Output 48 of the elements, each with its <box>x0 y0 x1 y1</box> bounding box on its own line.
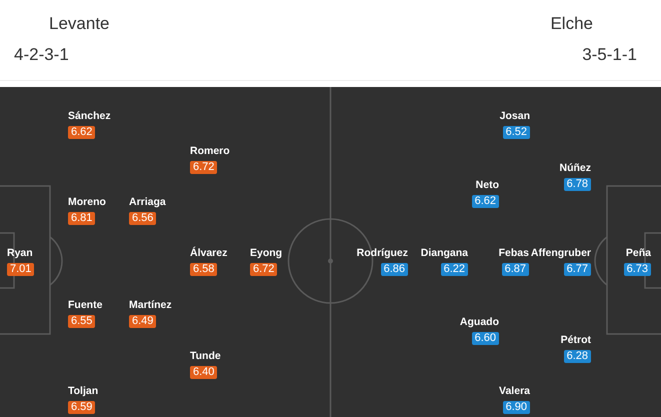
player-name: Núñez <box>560 162 591 175</box>
player-name: Rodríguez <box>356 247 408 260</box>
formation: 3-5-1-1 <box>582 45 637 65</box>
rating-badge: 6.22 <box>440 263 468 276</box>
rating-badge: 6.78 <box>564 178 591 191</box>
rating-badge: 6.60 <box>472 332 499 345</box>
rating-badge: 6.55 <box>68 315 96 328</box>
player-name: Ryan <box>7 247 33 260</box>
rating-badge: 6.58 <box>190 263 218 276</box>
rating-badge: 6.77 <box>564 263 591 276</box>
rating-badge: 6.90 <box>502 401 530 414</box>
player-name: Álvarez <box>190 247 228 260</box>
player-name: Diangana <box>420 247 468 260</box>
team-name: Elche <box>550 14 593 34</box>
player-name: Aguado <box>460 316 499 329</box>
rating-badge: 6.28 <box>564 350 591 363</box>
player-name: Pétrot <box>560 334 591 347</box>
player-name: Toljan <box>68 385 98 398</box>
player-name: Josan <box>500 110 530 123</box>
rating-badge: 7.01 <box>7 263 34 276</box>
team-name: Levante <box>49 14 110 34</box>
player-name: Martínez <box>129 299 172 312</box>
player-name: Romero <box>190 145 230 158</box>
rating-badge: 6.56 <box>129 212 156 225</box>
rating-badge: 6.81 <box>68 212 96 225</box>
rating-badge: 6.52 <box>502 126 530 139</box>
player-name: Affengruber <box>530 247 591 260</box>
player-name: Arriaga <box>129 196 166 209</box>
player-name: Peña <box>626 247 651 260</box>
formation: 4-2-3-1 <box>14 45 69 65</box>
rating-badge: 6.49 <box>129 315 156 328</box>
rating-badge: 6.87 <box>502 263 529 276</box>
player-name: Febas <box>498 247 529 260</box>
rating-badge: 6.72 <box>190 161 218 174</box>
rating-badge: 6.86 <box>380 263 408 276</box>
rating-badge: 6.40 <box>190 366 218 379</box>
player-name: Neto <box>476 179 499 192</box>
player-name: Valera <box>499 385 530 398</box>
rating-badge: 6.72 <box>250 263 278 276</box>
rating-badge: 6.62 <box>68 126 96 139</box>
player-name: Eyong <box>250 247 282 260</box>
rating-badge: 6.73 <box>624 263 651 276</box>
rating-badge: 6.62 <box>472 195 499 208</box>
rating-badge: 6.59 <box>68 401 96 414</box>
player-name: Fuente <box>68 299 102 312</box>
player-name: Moreno <box>68 196 106 209</box>
player-name: Sánchez <box>68 110 111 123</box>
player-name: Tunde <box>190 350 221 363</box>
